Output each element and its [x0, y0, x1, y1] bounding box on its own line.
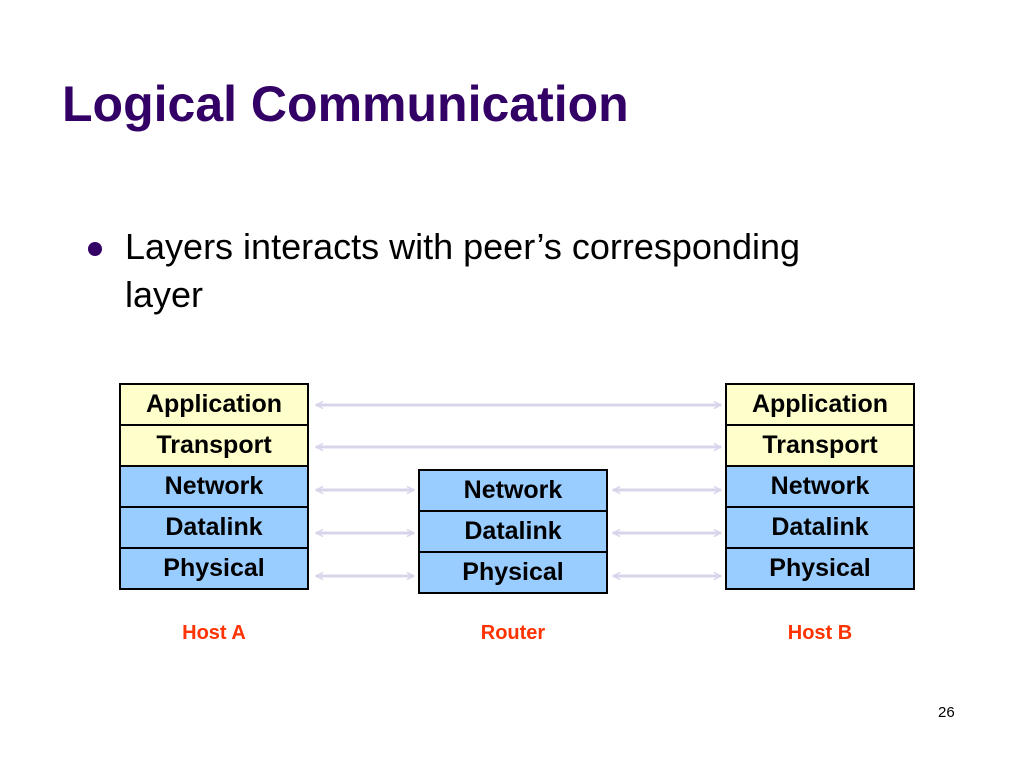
bullet-text: Layers interacts with peer’s correspondi… — [125, 226, 801, 315]
bullet-dot-icon — [88, 242, 102, 256]
host-b-application-layer: Application — [725, 383, 915, 426]
host-a-application-layer: Application — [119, 383, 309, 426]
router-stack: Network Datalink Physical — [418, 469, 608, 594]
host-b-network-layer: Network — [725, 467, 915, 508]
router-datalink-layer: Datalink — [418, 512, 608, 553]
host-b-label: Host B — [787, 622, 853, 644]
host-a-physical-layer: Physical — [119, 549, 309, 590]
host-b-physical-layer: Physical — [725, 549, 915, 590]
router-physical-layer: Physical — [418, 553, 608, 594]
slide-title: Logical Communication — [62, 76, 629, 132]
host-a-stack: Application Transport Network Datalink P… — [119, 383, 309, 590]
page-number: 26 — [938, 704, 955, 721]
host-b-transport-layer: Transport — [725, 426, 915, 467]
host-b-stack: Application Transport Network Datalink P… — [725, 383, 915, 590]
host-a-transport-layer: Transport — [119, 426, 309, 467]
router-network-layer: Network — [418, 469, 608, 512]
host-a-network-layer: Network — [119, 467, 309, 508]
host-a-datalink-layer: Datalink — [119, 508, 309, 549]
host-a-label: Host A — [182, 622, 246, 644]
host-b-datalink-layer: Datalink — [725, 508, 915, 549]
router-label: Router — [480, 622, 546, 644]
